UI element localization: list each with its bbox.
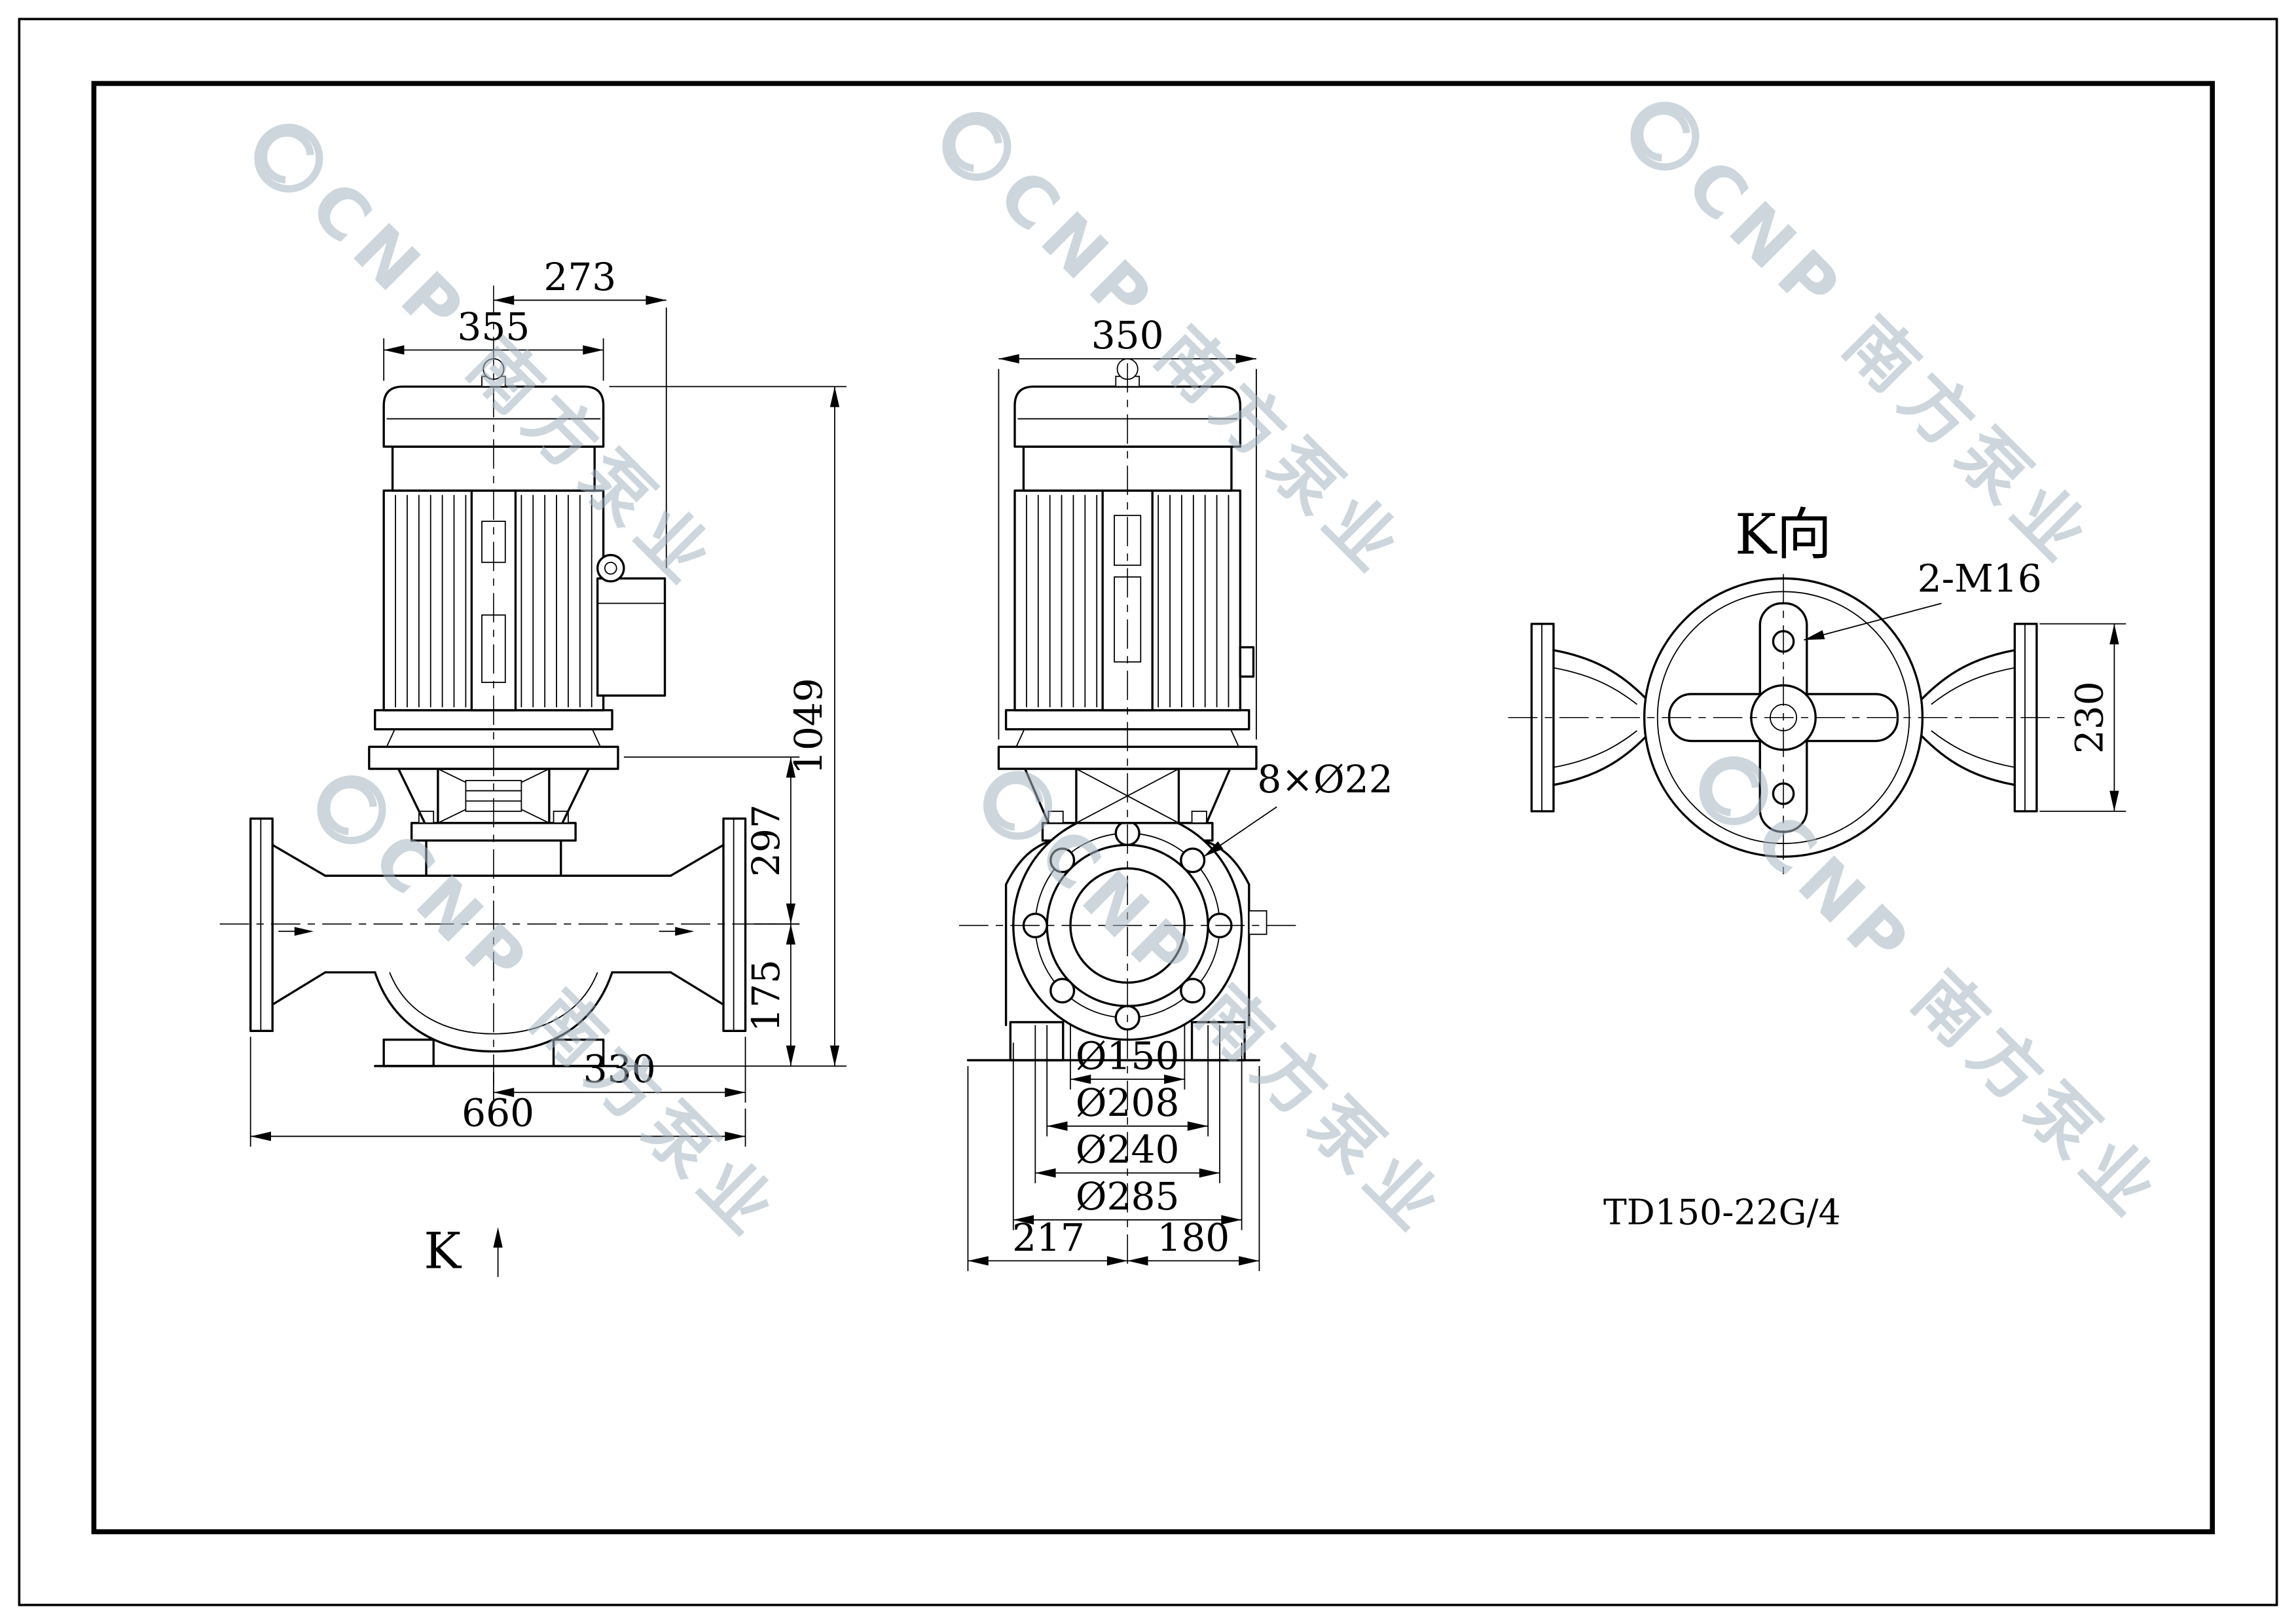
motor-feet-lines-side [1015, 728, 1239, 747]
lantern-legs [397, 767, 590, 824]
centerlines-front [219, 286, 784, 1084]
bolt-hole-4 [1180, 978, 1206, 1004]
model-number: TD150-22G/4 [1603, 1192, 1841, 1233]
dim175-text: 175 [744, 959, 788, 1032]
centerlines-k-view [1508, 574, 2068, 876]
foot-left [382, 1039, 435, 1067]
cnp-logo-c [989, 777, 1044, 831]
volute-inner-line [389, 972, 598, 1035]
dim297-text: 297 [744, 804, 788, 877]
dim660-ext [249, 1037, 746, 1147]
k-direction-label: K [424, 1222, 462, 1280]
dim240-ext [1034, 1025, 1220, 1183]
motor-fins-side [1025, 494, 1230, 708]
dim1049-text: 1049 [786, 678, 831, 775]
dim297-ext [623, 756, 800, 925]
discharge-flange [722, 817, 747, 1032]
dim240-arrows [1035, 1168, 1220, 1178]
k-view-title: K向 [1735, 502, 1832, 567]
suction-hub [271, 843, 327, 1006]
volute-outline [374, 971, 613, 1053]
cnp-logo-c [323, 781, 377, 836]
k-view: K向 2-M16 230 [1508, 502, 2126, 876]
bolt-hole-2 [1180, 847, 1206, 874]
dim230-text: 230 [2068, 681, 2112, 754]
discharge-hub [669, 843, 725, 1006]
dimensions-side: 350 8×Ø22 Ø150 Ø208 Ø240 Ø285 217 [967, 313, 1393, 1272]
cnp-logo-icon [254, 123, 323, 193]
cnp-logo-c [948, 117, 1002, 172]
flange-bolt-right-side [1191, 810, 1207, 824]
terminal-box [596, 577, 666, 697]
discharge-trumpet-inner [1931, 667, 2015, 768]
dim660-text: 660 [462, 1091, 534, 1135]
casing-neck [425, 839, 562, 877]
motor-fins [395, 494, 592, 708]
suction-trumpet-inner [1553, 667, 1637, 768]
dim217-180-ext [967, 1065, 1260, 1272]
cnp-logo-icon [983, 771, 1053, 840]
flow-arrow-out-head [675, 927, 695, 936]
flow-arrow-in-head [294, 927, 314, 936]
cnp-logo-c [1636, 107, 1690, 162]
pump-casing-front [249, 817, 747, 1067]
inner-border [91, 81, 2215, 1534]
watermark-6: CNP 南方泵业 [1699, 756, 2178, 1237]
m16-note-text: 2-M16 [1918, 556, 2042, 600]
cnp-logo-icon [942, 112, 1011, 181]
dim285-ext [1012, 1043, 1243, 1230]
leg-left [1009, 1021, 1065, 1061]
drawing-frame [18, 18, 2278, 1606]
dim180-text: 180 [1157, 1215, 1230, 1260]
m16-leader-arrow [1804, 630, 1825, 640]
bolt-note-text: 8×Ø22 [1257, 757, 1393, 802]
dimensions-front: 273 355 1049 297 175 330 660 K [249, 255, 847, 1280]
terminal-box-side [1239, 646, 1255, 678]
dim273-arrows [493, 295, 666, 305]
dim355-ext [383, 338, 604, 381]
dim330-text: 330 [583, 1047, 656, 1092]
dim1049-ext [609, 386, 847, 1067]
discharge-trumpet [1917, 649, 2016, 786]
leg-right [1190, 1021, 1246, 1061]
bolt-hole-6 [1049, 978, 1076, 1004]
cable-gland-inner [604, 561, 617, 575]
watermark-5: CNP 南方泵业 [983, 771, 1463, 1251]
dim350-text: 350 [1091, 313, 1164, 358]
side-view: 350 8×Ø22 Ø150 Ø208 Ø240 Ø285 217 [959, 313, 1393, 1272]
annotations-k-view: K向 2-M16 230 [1735, 502, 2126, 812]
dim350-ext [998, 369, 1257, 740]
cnp-logo-icon [1699, 756, 1768, 826]
motor-feet-lines [386, 728, 601, 747]
cnp-logo-c [260, 129, 314, 184]
dim208-ext [1046, 1025, 1209, 1137]
watermark-3: CNP 南方泵业 [1630, 101, 2109, 582]
cable-gland [596, 553, 625, 583]
dim230-arrows [2109, 623, 2119, 811]
foot-right [552, 1039, 605, 1067]
casing-side-walls [1004, 883, 1250, 1027]
front-view: 273 355 1049 297 175 330 660 K [219, 255, 847, 1280]
watermark-text: CNP 南方泵业 [1740, 798, 2178, 1237]
cnp-logo-icon [1630, 101, 1700, 171]
casing-shoulders [1004, 839, 1250, 886]
drain-plug [1248, 910, 1267, 935]
cnp-logo-icon [317, 775, 386, 845]
centerlines-side [959, 363, 1296, 1272]
bolt-hole-8 [1049, 847, 1076, 874]
suction-flange [249, 817, 274, 1032]
dim217-180-arrows [968, 1256, 1260, 1266]
dim273-text: 273 [543, 255, 616, 299]
dim297-arrows [786, 757, 796, 925]
dim230-ext [2039, 623, 2126, 812]
k-direction-arrow-head [493, 1227, 503, 1248]
bolt-note-arrow [1203, 841, 1224, 857]
suction-trumpet [1552, 649, 1652, 786]
cnp-logo-c [1705, 762, 1759, 817]
outer-border [18, 18, 2278, 1606]
m16-leader [1804, 602, 1942, 641]
dim217-text: 217 [1012, 1215, 1085, 1260]
